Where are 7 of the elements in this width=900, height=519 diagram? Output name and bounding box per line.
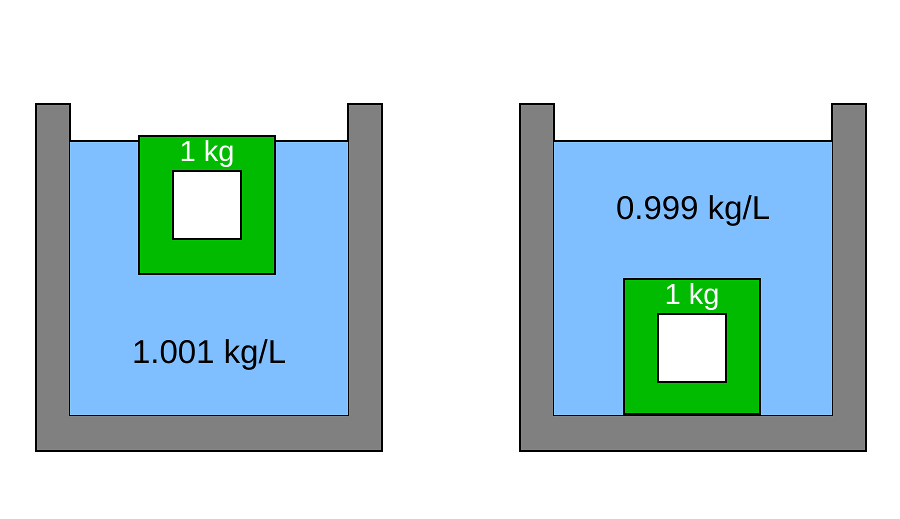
mass-label: 1 kg [664, 280, 720, 311]
water-area [554, 140, 832, 415]
weight-block [623, 278, 761, 415]
mass-label: 1 kg [180, 137, 234, 168]
density-label: 0.999 kg/L [616, 188, 770, 228]
density-label: 1.001 kg/L [132, 332, 286, 372]
weight-block [138, 135, 276, 275]
